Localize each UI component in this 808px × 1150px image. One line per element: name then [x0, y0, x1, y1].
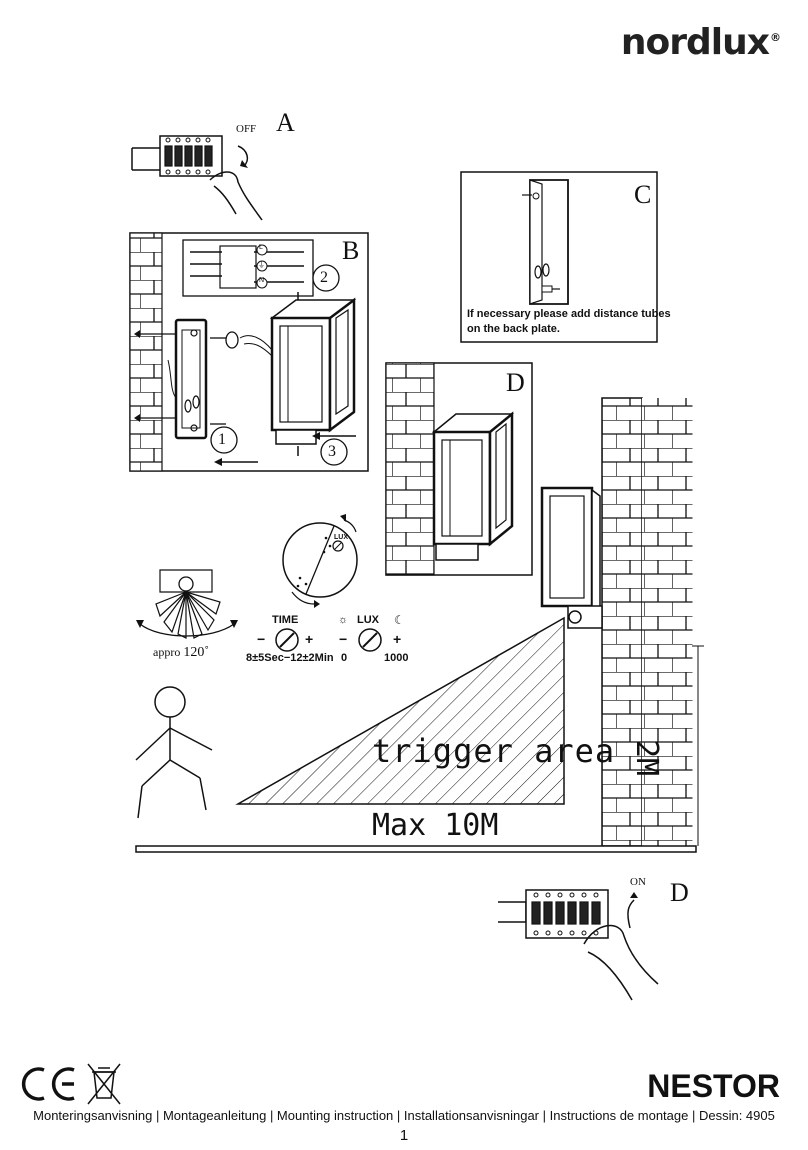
trigger-area-label: trigger area	[372, 732, 616, 770]
time-plus: +	[305, 631, 314, 647]
sun-icon: ☼	[338, 614, 349, 626]
step-c-note-line-1: If necessary please add distance tubes	[467, 308, 671, 320]
lux-min: 0	[341, 652, 348, 664]
instructions-line: Monteringsanvisning | Montageanleitung |…	[33, 1108, 775, 1123]
weee-bin-icon	[87, 1063, 121, 1105]
sensor-dial	[282, 514, 358, 608]
page-number: 1	[399, 1127, 409, 1144]
step-c-note-line-2: on the back plate.	[467, 323, 560, 335]
step-d2-on-label: ON	[630, 876, 646, 888]
sensor-angle	[136, 569, 238, 639]
control-knobs	[275, 628, 382, 652]
terminal-neutral-label: N	[259, 277, 265, 284]
ce-mark-icon	[21, 1067, 75, 1101]
step-c-panel	[460, 171, 658, 343]
lux-minus: −	[339, 631, 348, 647]
mount-height-label: 2M	[629, 740, 664, 777]
step-b-panel	[129, 232, 369, 472]
step-a-letter: A	[276, 108, 295, 137]
product-name: NESTOR	[647, 1068, 780, 1104]
dial-lux-label: LUX	[334, 534, 348, 541]
lux-title: LUX	[357, 614, 379, 626]
step-b-number-3: 3	[328, 443, 336, 460]
time-range: 8±5Sec−12±2Min	[246, 652, 334, 664]
step-a-off-label: OFF	[236, 123, 257, 135]
time-minus: −	[257, 631, 266, 647]
terminal-live-label: L	[259, 244, 263, 251]
brand-logo: nordlux®	[620, 22, 781, 63]
installation-wall	[540, 397, 704, 847]
registered-mark: ®	[770, 31, 781, 44]
step-d-letter: D	[506, 368, 525, 397]
step-d2-letter: D	[670, 878, 689, 907]
step-d-panel	[385, 362, 533, 576]
person-figure	[135, 686, 213, 819]
step-b-letter: B	[342, 236, 360, 265]
angle-prefix: appro	[153, 645, 181, 659]
step-a-breaker-off	[131, 135, 263, 221]
step-d2-breaker-on	[498, 889, 659, 1001]
angle-value: 120˚	[183, 645, 209, 660]
step-b-number-2: 2	[320, 269, 328, 286]
moon-icon: ☾	[394, 613, 405, 627]
step-b-number-1: 1	[218, 431, 226, 448]
time-title: TIME	[272, 614, 299, 626]
ground-line	[135, 845, 697, 853]
trigger-area	[235, 616, 565, 805]
sensor-angle-label: appro 120˚	[153, 645, 209, 661]
terminal-earth-label: ⏚	[258, 262, 265, 269]
step-c-letter: C	[634, 180, 652, 209]
lux-max: 1000	[384, 652, 409, 664]
lux-plus: +	[393, 631, 402, 647]
step-c-note: If necessary please add distance tubes o…	[467, 307, 671, 337]
logo-text: nordlux	[620, 22, 770, 63]
max-distance-label: Max 10M	[372, 808, 499, 843]
